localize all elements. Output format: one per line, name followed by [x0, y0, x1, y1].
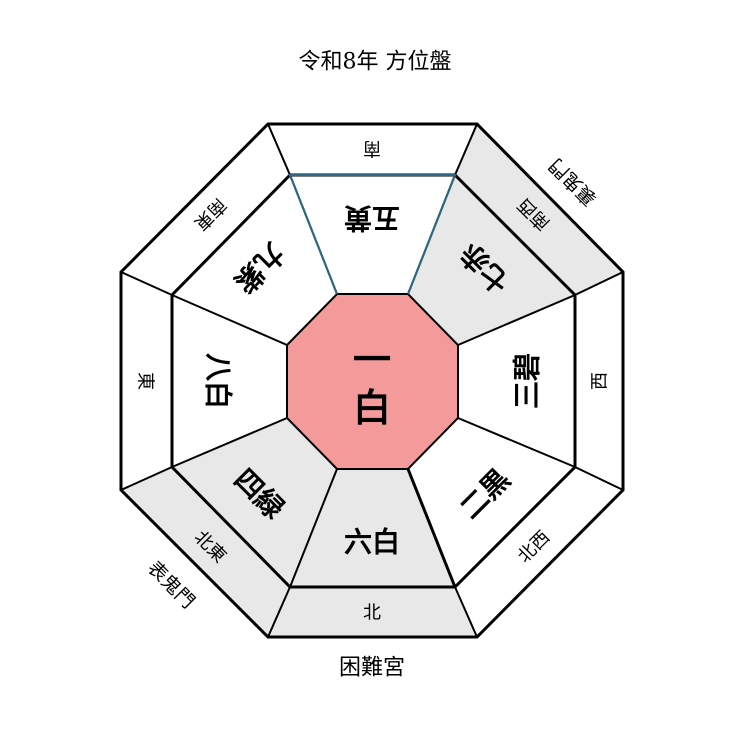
center-star-line2: 白 — [353, 386, 391, 430]
star-east: 八白 — [202, 353, 235, 409]
sector-inner-southeast — [172, 175, 337, 345]
sector-inner-west — [458, 295, 575, 467]
board-lines — [119, 122, 625, 639]
omote-kimon-label: 表鬼門 — [143, 557, 199, 613]
south-highlight-outline — [288, 174, 457, 295]
direction-east-label: 東 — [135, 372, 156, 390]
sector-outer-southeast — [121, 124, 290, 295]
inner-ring — [172, 175, 575, 587]
sector-outer-southwest — [455, 124, 623, 295]
board-title: 令和8年 方位盤 — [299, 50, 452, 75]
center-star-line1: 一 — [353, 338, 391, 382]
star-south: 五黄 — [344, 202, 400, 235]
sector-outer-northwest — [455, 467, 623, 637]
star-west: 三碧 — [511, 353, 544, 409]
direction-south-label: 南 — [363, 138, 381, 159]
sector-outer-east — [121, 272, 172, 490]
sector-outer-northeast — [121, 467, 290, 637]
star-north: 六白 — [344, 526, 400, 559]
sector-inner-northeast — [172, 418, 337, 587]
bottom-label: 困難宮 — [339, 656, 405, 681]
sector-outer-west — [575, 272, 623, 490]
sector-inner-south — [290, 175, 455, 294]
sector-inner-north — [290, 469, 455, 587]
sector-outer-south — [268, 124, 477, 175]
sector-inner-southwest — [408, 175, 575, 345]
direction-west-label: 西 — [590, 372, 611, 390]
sector-inner-northwest — [408, 418, 575, 587]
direction-north-label: 北 — [363, 603, 381, 624]
outer-ring — [121, 124, 623, 637]
sector-outer-north — [268, 587, 477, 637]
sector-inner-east — [172, 295, 287, 467]
